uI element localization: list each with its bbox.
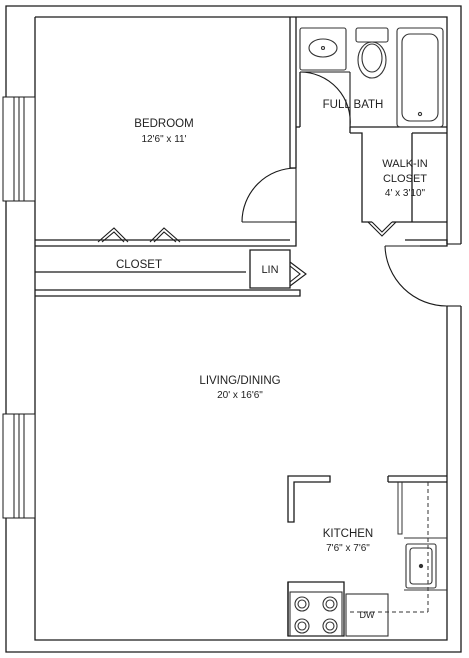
bedroom-label: BEDROOM bbox=[134, 118, 193, 130]
walk-in-closet-door bbox=[367, 221, 397, 237]
stove bbox=[289, 591, 343, 637]
walk-in-closet-label-line1: WALK-IN bbox=[382, 158, 427, 170]
walk-in-closet-label-line2: CLOSET bbox=[383, 173, 427, 185]
door-swings bbox=[241, 71, 461, 307]
walk-in-closet-dimensions: 4' x 3'10" bbox=[385, 188, 426, 199]
bathroom-fixtures bbox=[299, 27, 444, 128]
kitchen-counters bbox=[350, 482, 447, 614]
bedroom-window bbox=[2, 96, 36, 202]
kitchen-sink bbox=[405, 543, 437, 589]
interior-walls bbox=[35, 17, 448, 297]
exterior-walls bbox=[5, 5, 462, 653]
closet-bifold-doors bbox=[97, 227, 181, 243]
kitchen-label: KITCHEN bbox=[323, 528, 373, 540]
living-room-window bbox=[2, 413, 36, 519]
closet-label: CLOSET bbox=[116, 259, 162, 271]
kitchen-walls bbox=[287, 475, 447, 637]
linen-closet-label: LIN bbox=[261, 264, 278, 276]
full-bath-label: FULL BATH bbox=[323, 99, 384, 111]
living-dining-label: LIVING/DINING bbox=[199, 375, 280, 387]
living-dining-dimensions: 20' x 16'6" bbox=[217, 390, 263, 401]
dishwasher bbox=[345, 593, 389, 637]
kitchen-dimensions: 7'6" x 7'6" bbox=[326, 543, 370, 554]
bedroom-dimensions: 12'6" x 11' bbox=[142, 134, 187, 145]
linen-closet-door bbox=[289, 261, 307, 287]
dishwasher-label: DW bbox=[360, 610, 375, 620]
